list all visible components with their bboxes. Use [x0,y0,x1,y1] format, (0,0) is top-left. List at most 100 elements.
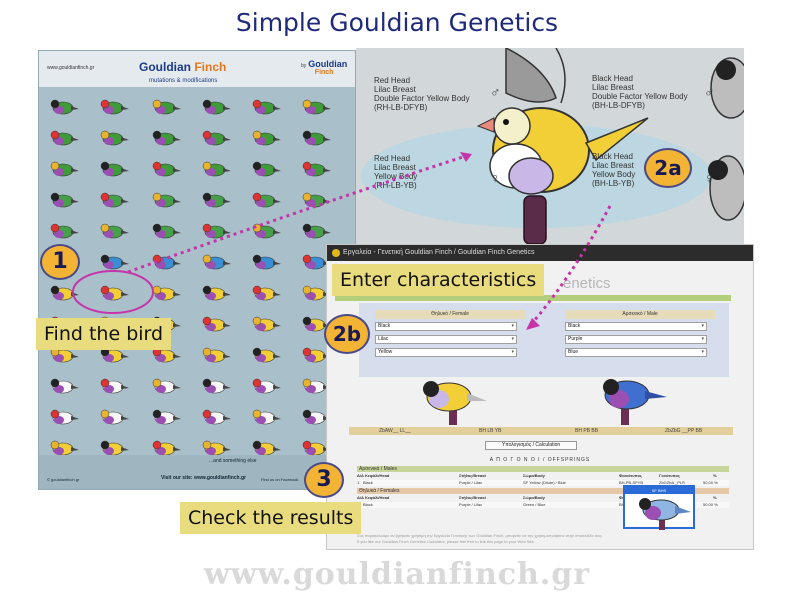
male-code: BH PB BB [575,428,599,434]
poster-bird-icon [50,192,79,208]
poster-site: www.gouldianfinch.gr [47,65,95,71]
page-title: Simple Gouldian Genetics [235,8,559,37]
genotype-bar: ZbAW__ LL__ BH LB YB BH PB BB ZbZbG __PP… [349,427,733,435]
parent-birds [423,379,667,425]
poster-bird-icon [302,223,331,239]
poster-bird-icon [202,223,231,239]
female-genotype: ZbAW__ LL__ [379,428,411,434]
female-code: BH LB YB [479,428,502,434]
step-2b-badge: 2b [324,314,370,354]
female-head-select[interactable]: Black▾ [375,322,517,331]
poster-bird-icon [252,440,281,456]
poster-bird-icon [100,254,129,270]
poster-footer-note: ...and something else [209,458,257,464]
poster-bird-icon [100,99,129,115]
male-symbol-right: ♂ [704,84,715,100]
poster-bird-icon [50,223,79,239]
poster-bird-icon [152,409,181,425]
male-genotype: ZbZbG __PP BB [665,428,703,434]
female-symbol-right: ♀ [704,170,715,186]
poster-bird-icon [152,378,181,394]
male-bird-icon [603,379,667,425]
poster-bird-icon [152,254,181,270]
poster-bird-icon [100,192,129,208]
poster-bird-icon [252,161,281,177]
males-columns: Δ/Α Κεφάλι/Head Στήθος/Breast Σώμα/Body … [357,473,717,478]
poster-bird-icon [202,192,231,208]
poster-bird-icon [252,285,281,301]
poster-bird-grid [39,51,355,489]
poster-bird-icon [302,316,331,332]
poster-bird-icon [202,440,231,456]
poster-bird-icon [302,161,331,177]
poster-bird-icon [202,409,231,425]
poster-bird-icon [100,378,129,394]
poster-bird-icon [152,99,181,115]
poster-bird-icon [100,285,129,301]
female-breast-select[interactable]: Lilac▾ [375,335,517,344]
poster-bird-icon [50,130,79,146]
poster-bird-icon [152,440,181,456]
grey-finch-top-left [505,48,566,104]
calculator-titlebar: Εργαλεία - Γενετική Gouldian Finch / Gou… [327,245,753,261]
male-body-select[interactable]: Blue▾ [565,348,707,357]
poster-bird-icon [252,316,281,332]
offspring-title: Α Π Ο Γ Ο Ν Ο Ι / OFFSPRINGS [489,457,591,463]
females-section: Θηλυκά / Females [357,488,729,494]
poster-bird-icon [100,347,129,363]
male-offspring-row: 1 Black Purple / Lilac SF Yellow (Dilute… [357,480,729,486]
step-1-badge: 1 [40,244,80,280]
poster-footer-copy: © gouldianfinch.gr [47,477,80,482]
pairing-art [361,48,744,244]
male-breast-select[interactable]: Purple▾ [565,335,707,344]
step-2a-badge: 2a [644,148,692,188]
poster-header: www.gouldianfinch.gr Gouldian Finch muta… [39,51,355,87]
poster-bird-icon [100,440,129,456]
poster-bird-icon [152,223,181,239]
poster-bird-icon [252,409,281,425]
poster-bird-icon [202,316,231,332]
female-symbol-left: ♀ [490,170,501,186]
result-popup[interactable]: SF BHS [623,485,695,530]
male-header: Αρσενικό / Male [565,310,715,319]
male-head-select[interactable]: Black▾ [565,322,707,331]
poster-bird-icon [100,161,129,177]
calculate-button[interactable]: Υπολογισμός / Calculation [485,441,577,450]
calculator-heading: enetics [563,275,611,292]
poster-bird-icon [100,130,129,146]
female-header: Θηλυκό / Female [375,310,525,319]
poster-bird-icon [50,378,79,394]
poster-footer: ...and something else © gouldianfinch.gr… [39,455,355,489]
poster-bird-icon [302,378,331,394]
poster-bird-icon [252,254,281,270]
poster-footer-site: Visit our site: www.gouldianfinch.gr [161,475,247,481]
poster-bird-icon [252,192,281,208]
female-body-select[interactable]: Yellow▾ [375,348,517,357]
poster-bird-icon [50,440,79,456]
poster-bird-icon [202,285,231,301]
poster-bird-icon [202,347,231,363]
male-symbol-left: ♂ [490,84,501,100]
poster-bird-icon [152,192,181,208]
check-results-callout: Check the results [180,502,362,534]
poster-bird-icon [302,409,331,425]
poster-bird-icon [302,130,331,146]
poster-bird-icon [100,223,129,239]
poster-bird-icon [202,99,231,115]
poster-bird-icon [252,347,281,363]
poster-bird-icon [152,285,181,301]
poster-bird-icon [202,130,231,146]
poster-bird-icon [302,192,331,208]
poster-bird-icon [50,161,79,177]
poster-bird-icon [152,130,181,146]
poster-subtitle: mutations & modifications [149,78,218,84]
poster-footer-facebook: Find us on Facebook [261,477,299,482]
poster-bird-icon [252,378,281,394]
grey-finch-right [708,155,744,221]
poster-bird-icon [202,161,231,177]
